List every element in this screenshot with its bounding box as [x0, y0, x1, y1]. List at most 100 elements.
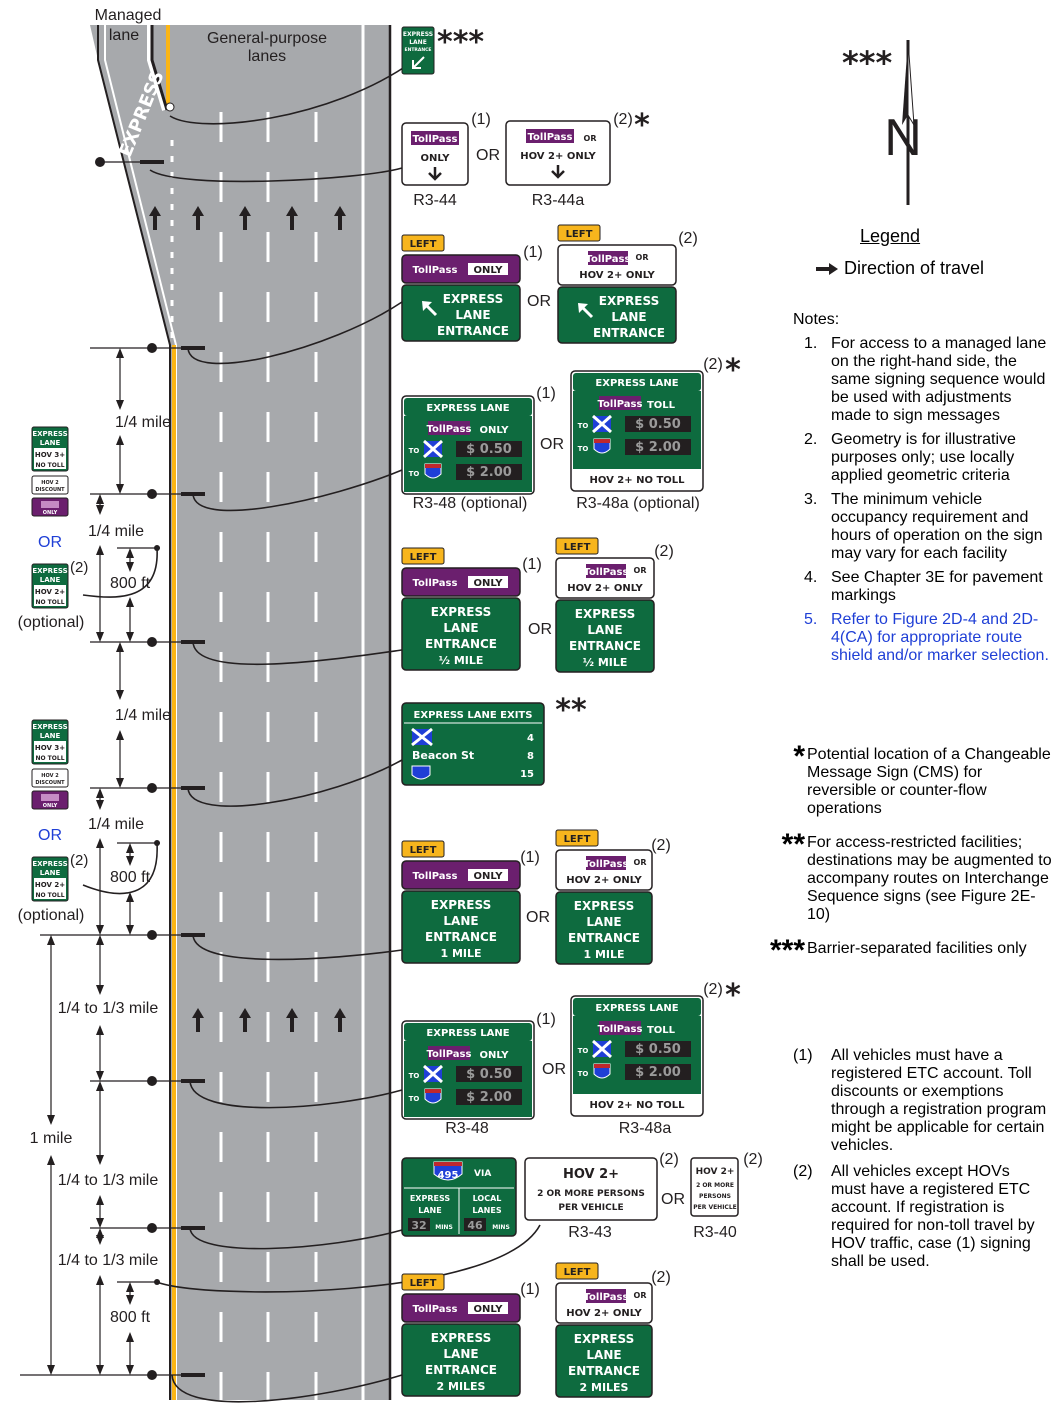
- hov-text: HOV 3+: [35, 451, 65, 459]
- dim-arrow: [96, 1025, 104, 1035]
- left-tab-text: LEFT: [564, 1267, 591, 1278]
- small-discount-2-only: ONLY: [31, 790, 69, 810]
- only-plate: [468, 263, 508, 275]
- hov-only-text: HOV 2+ ONLY: [566, 875, 642, 886]
- dim-arrow: [47, 1115, 55, 1125]
- connector: [187, 301, 403, 365]
- to-text: TO: [409, 1095, 420, 1103]
- to-text: TO: [409, 470, 420, 478]
- star-marker: *: [725, 353, 741, 388]
- min-b: 46: [467, 1219, 483, 1232]
- connector: [187, 759, 403, 807]
- mark-2: (2): [703, 356, 723, 373]
- sign-border: [524, 1157, 658, 1221]
- entrance-text: ENTRANCE: [425, 930, 497, 944]
- dim-arrow: [96, 1275, 104, 1285]
- dist-quarter-4: 1/4 mile: [88, 816, 144, 833]
- note-1: 1.For access to a managed lane on the ri…: [804, 335, 1047, 424]
- price-display: [625, 1041, 691, 1057]
- lane-dash: [219, 1252, 223, 1282]
- diagonal-arrow-icon: [422, 301, 438, 317]
- dim-arrow: [47, 1155, 55, 1165]
- lane-dash: [314, 1312, 318, 1342]
- lane-text: LANE: [443, 1347, 478, 1361]
- requirement-notes: (1)All vehicles must have a registered E…: [793, 1047, 1048, 1279]
- lane-dashes: [219, 112, 318, 1402]
- hov-text: HOV 3+: [35, 744, 65, 752]
- interstate-shield-top: [425, 1089, 441, 1093]
- exits-header: EXPRESS LANE EXITS: [414, 710, 533, 721]
- green-panel: [555, 891, 653, 965]
- lane-dash: [266, 1072, 270, 1102]
- tollpass-text: TollPass: [427, 424, 472, 435]
- lanes-text: LANES: [472, 1206, 501, 1215]
- left-tab: [401, 234, 445, 252]
- lane-text: LANE: [586, 915, 621, 929]
- connector: [171, 1374, 403, 1403]
- tollpass-logo: [412, 575, 458, 589]
- star-marker: *: [725, 978, 741, 1013]
- dim-arrow: [126, 632, 134, 642]
- express-lane-text: EXPRESS LANE: [595, 378, 678, 389]
- lane-dash: [219, 1372, 223, 1402]
- tollpass-logo: [412, 262, 458, 276]
- route-shield-cross: [423, 439, 443, 459]
- dim-arrow: [126, 548, 134, 558]
- lane-dash: [314, 1372, 318, 1402]
- left-tab: [401, 840, 445, 858]
- left-tab-text: LEFT: [566, 229, 593, 240]
- only-text: ONLY: [43, 510, 58, 516]
- dim-arrow: [96, 800, 104, 810]
- tollpass-text: TollPass: [413, 1304, 458, 1315]
- green-panel: [555, 599, 655, 673]
- distance-text: 2 MILES: [580, 1381, 629, 1394]
- hov-text: HOV 2+: [35, 881, 65, 889]
- lane-dash: [266, 232, 270, 262]
- mark-2: (2): [703, 981, 723, 998]
- to-text: TO: [578, 1047, 589, 1055]
- green-panel: [401, 1323, 521, 1397]
- tollpass-text: TollPass: [413, 134, 458, 145]
- express-text: EXPRESS: [575, 607, 635, 621]
- express-text: EXPRESS: [431, 605, 491, 619]
- lane-text: LANE: [409, 39, 427, 46]
- price-display: [625, 1064, 691, 1080]
- left-tab: [401, 1273, 445, 1291]
- tollpass-text: TollPass: [584, 1292, 629, 1303]
- express-text: EXPRESS: [443, 292, 503, 306]
- discount-text: DISCOUNT: [35, 487, 65, 493]
- code-r348opt: R3-48 (optional): [413, 495, 528, 512]
- lane-dash: [266, 1372, 270, 1402]
- left-tab: [555, 829, 599, 847]
- distance-text: 1 MILE: [583, 948, 624, 961]
- only-text: ONLY: [480, 1050, 510, 1061]
- or-small: OR: [634, 1291, 647, 1300]
- note-5[interactable]: 5.Refer to Figure 2D-4 and 2D-4(CA) for …: [804, 611, 1049, 664]
- lane-dash: [314, 1192, 318, 1222]
- express-text: EXPRESS: [32, 860, 67, 868]
- lane-dash: [314, 532, 318, 562]
- only-text: ONLY: [43, 803, 58, 809]
- dist-800-1: 800 ft: [110, 575, 151, 592]
- mark-1: (1): [522, 556, 542, 573]
- dist-800-3: 800 ft: [110, 1309, 151, 1326]
- dest-b: 8: [527, 751, 534, 762]
- no-toll-text: NO TOLL: [35, 755, 64, 762]
- lane-dash: [266, 892, 270, 922]
- discount-plate: [31, 768, 69, 788]
- price-display: [456, 441, 522, 457]
- sign-border: [690, 1157, 739, 1217]
- via-text: VIA: [474, 1169, 491, 1179]
- green-header: [573, 373, 701, 391]
- only-text: ONLY: [474, 265, 504, 276]
- mark-1: (1): [520, 849, 540, 866]
- code-r348aopt: R3-48a (optional): [576, 495, 700, 512]
